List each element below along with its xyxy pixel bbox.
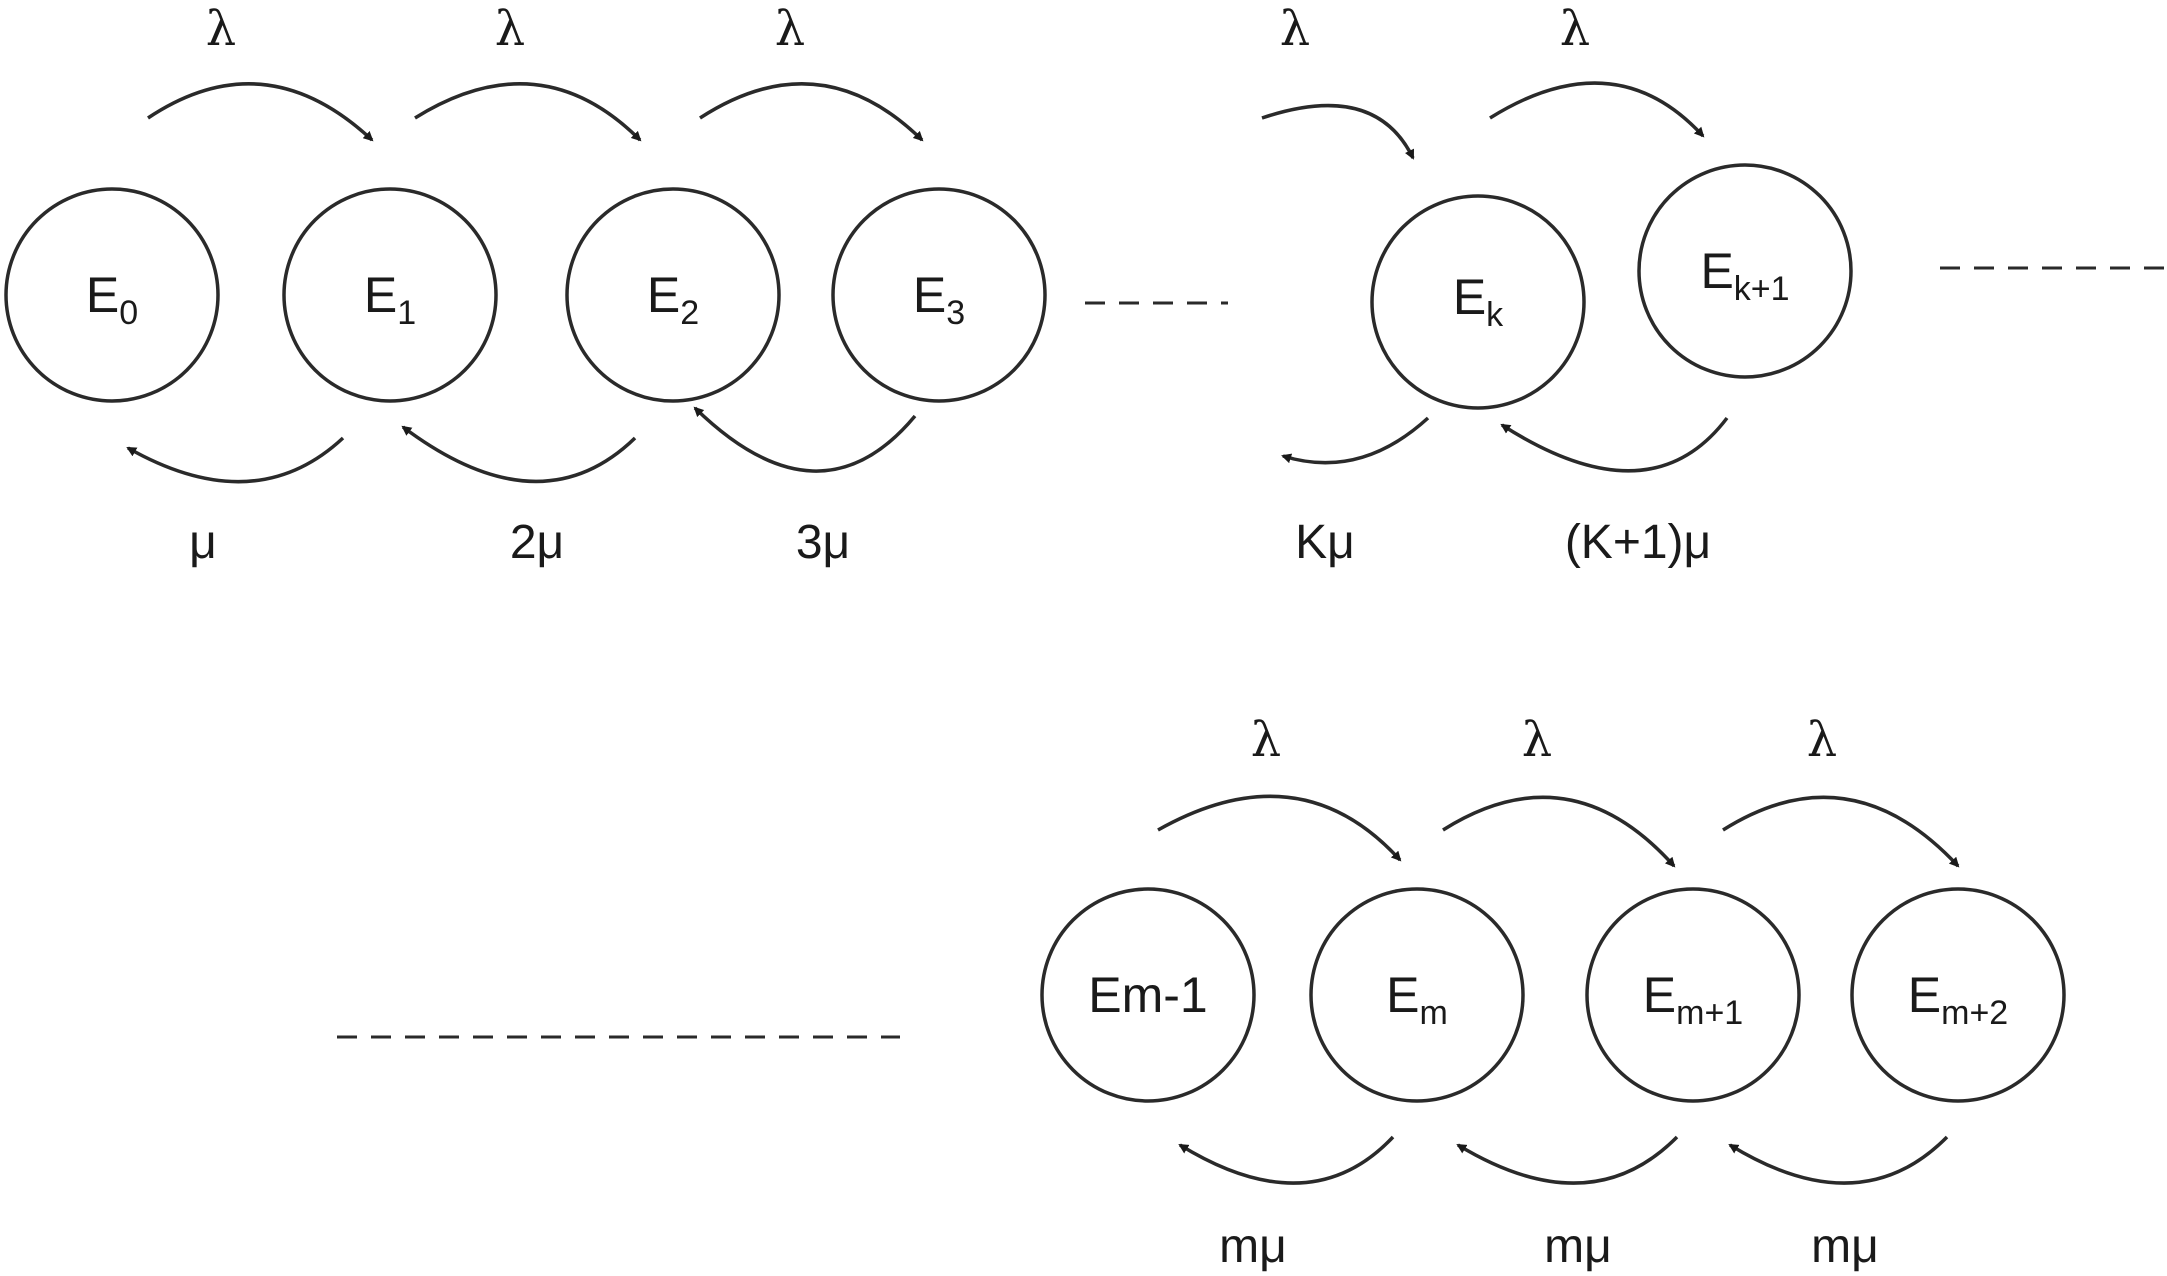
state-Em-1: Em-1	[1040, 887, 1256, 1103]
lambda-label-7: λ	[1522, 712, 1552, 768]
arrival-arc-to-Ek	[1261, 103, 1415, 160]
service-label-muk: Kμ	[1295, 516, 1355, 569]
arrival-arc-E2-E3	[699, 82, 924, 142]
service-label-muk1: (K+1)μ	[1565, 516, 1711, 569]
service-label-mu1: μ	[189, 516, 217, 569]
service-arc-E1-E0	[126, 436, 345, 484]
state-Ek-label: Ek	[1453, 269, 1504, 334]
arrival-arc-Em1-Em2	[1722, 795, 1960, 868]
service-label-mu2: 2μ	[510, 516, 564, 569]
state-Em-1-label: Em-1	[1088, 967, 1207, 1023]
service-arc-E3-E2	[693, 406, 917, 473]
service-arc-Em2-Em1	[1728, 1135, 1949, 1185]
state-Em2-label: Em+2	[1908, 967, 2008, 1032]
state-E0: E0	[4, 187, 220, 403]
lambda-label-5: λ	[1560, 1, 1590, 57]
lambda-label-2: λ	[495, 1, 525, 57]
service-arc-E2-E1	[401, 425, 637, 484]
state-Em-label: Em	[1386, 967, 1448, 1032]
arrival-arc-Em-1-Em	[1157, 794, 1402, 862]
state-Ek1-label: Ek+1	[1700, 243, 1789, 308]
state-E0-label: E0	[86, 267, 138, 332]
state-E1: E1	[282, 187, 498, 403]
service-label-mum-2: mμ	[1544, 1220, 1612, 1273]
lambda-label-4: λ	[1280, 1, 1310, 57]
arrival-arc-Ek-Ek1	[1489, 81, 1705, 138]
state-Ek: Ek	[1370, 194, 1586, 410]
state-E2: E2	[565, 187, 781, 403]
state-Em1: Em+1	[1585, 887, 1801, 1103]
service-label-mum-1: mμ	[1219, 1220, 1287, 1273]
state-Em1-label: Em+1	[1643, 967, 1743, 1032]
service-label-mum-3: mμ	[1811, 1220, 1879, 1273]
service-arc-Ek1-Ek	[1500, 416, 1729, 473]
state-Em2: Em+2	[1850, 887, 2066, 1103]
state-E3-label: E3	[913, 267, 965, 332]
arrival-arc-E1-E2	[414, 82, 642, 142]
lambda-label-3: λ	[775, 1, 805, 57]
service-arc-Ek-out	[1281, 416, 1430, 465]
arrival-arc-E0-E1	[147, 82, 374, 142]
lambda-label-1: λ	[206, 1, 236, 57]
state-Em: Em	[1309, 887, 1525, 1103]
state-E3: E3	[831, 187, 1047, 403]
service-arc-Em-Em-1	[1178, 1135, 1395, 1185]
state-E1-label: E1	[364, 267, 416, 332]
lambda-label-6: λ	[1251, 712, 1281, 768]
service-arc-Em1-Em	[1456, 1135, 1679, 1185]
service-label-mu3: 3μ	[796, 516, 850, 569]
lambda-label-8: λ	[1807, 712, 1837, 768]
arrival-arc-Em-Em1	[1442, 795, 1676, 868]
state-E2-label: E2	[647, 267, 699, 332]
state-Ek1: Ek+1	[1637, 163, 1853, 379]
